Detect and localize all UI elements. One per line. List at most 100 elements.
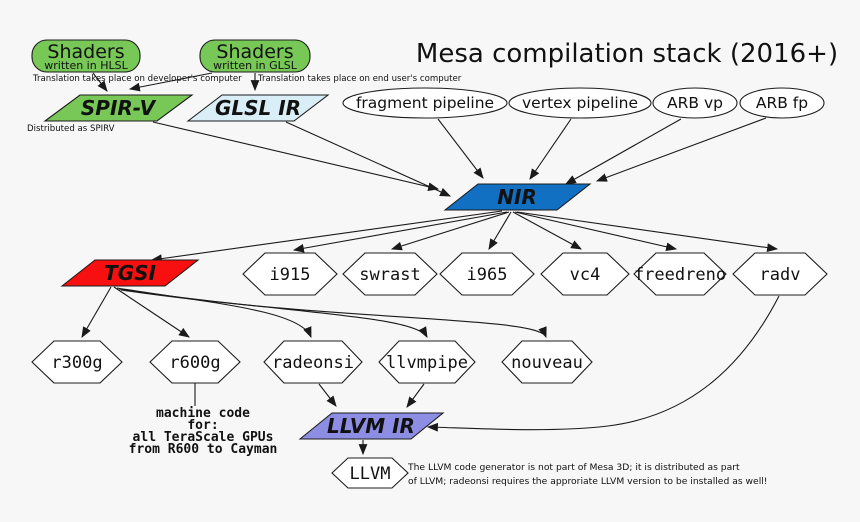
edge-radv-to-llvm-ir (426, 295, 780, 432)
machine-code-line-1: machine code (156, 406, 250, 421)
radv-shape (732, 252, 828, 296)
edge-nir-to-swrast (390, 211, 510, 251)
tgsi-label: TGSI (104, 261, 156, 285)
edge-nir-to-i915 (292, 211, 508, 253)
llvmpipe-label: llvmpipe (386, 353, 468, 373)
node-llvm-ir: LLVM IR (298, 412, 445, 440)
node-fragment-pipeline: fragment pipeline (342, 87, 508, 119)
tgsi-shape (60, 259, 200, 287)
node-i965: i965 (439, 252, 535, 296)
llvm-footnote: The LLVM code generator is not part of M… (407, 462, 768, 487)
r600g-shape (149, 340, 241, 384)
i915-label: i915 (270, 265, 311, 285)
node-swrast: swrast (342, 252, 438, 296)
node-r300g: r300g (31, 340, 123, 384)
shaders-glsl-shape (199, 39, 311, 73)
node-glsl-ir: GLSL IR (186, 94, 330, 122)
edge-spirv-to-nir (152, 121, 440, 192)
spirv-label: SPIR-V (81, 96, 157, 120)
r300g-label: r300g (51, 353, 102, 373)
freedreno-label: freedreno (634, 265, 726, 285)
shaders-hlsl-subtitle: written in HLSL (44, 59, 128, 72)
edge-shaders-hlsl-to-spirv (92, 72, 108, 92)
llvm-note-line-2: of LLVM; radeonsi requires the approriat… (408, 476, 768, 487)
llvm-note-line-1: The LLVM code generator is not part of M… (407, 462, 740, 473)
node-vc4: vc4 (540, 252, 630, 296)
fragment-pipeline-label: fragment pipeline (356, 94, 494, 112)
node-nouveau: nouveau (501, 340, 593, 384)
edge-arb-fp-to-nir (595, 117, 767, 182)
edge-tgsi-to-nouveau (120, 289, 547, 339)
llvmpipe-shape (378, 340, 476, 384)
spirv-shape (43, 94, 194, 122)
fragment-pipeline-shape (342, 87, 508, 119)
machine-code-line-3: all TeraScale GPUs (133, 430, 274, 445)
edge-arb-vp-to-nir (565, 118, 682, 185)
translation-developer-label: Translation takes place on developer's c… (32, 74, 242, 84)
edge-nir-to-radv (516, 211, 779, 252)
radeonsi-label: radeonsi (272, 353, 354, 373)
machine-code-note: machine code for: all TeraScale GPUs fro… (129, 406, 278, 457)
edge-shaders-glsl-to-spirv (128, 72, 213, 92)
node-tgsi: TGSI (60, 259, 200, 287)
swrast-shape (342, 252, 438, 296)
nouveau-shape (501, 340, 593, 384)
arb-fp-label: ARB fp (756, 94, 808, 112)
node-spirv: SPIR-V (43, 94, 194, 122)
distributed-as-spirv-label: Distributed as SPIRV (27, 124, 115, 134)
arb-fp-shape (739, 87, 825, 119)
edge-nir-to-tgsi (150, 210, 503, 263)
edge-tgsi-to-r300g (81, 286, 112, 338)
vc4-label: vc4 (570, 265, 601, 285)
llvm-label: LLVM (350, 464, 391, 484)
nouveau-label: nouveau (511, 353, 583, 373)
glsl-ir-label: GLSL IR (215, 96, 301, 120)
translation-end-user-label: Translation takes place on end user's co… (257, 74, 462, 84)
radeonsi-shape (263, 340, 363, 384)
edges-layer (81, 72, 780, 456)
i965-label: i965 (467, 265, 508, 285)
node-shaders-hlsl: Shaders written in HLSL (31, 39, 141, 73)
shaders-hlsl-shape (31, 39, 141, 73)
node-llvmpipe: llvmpipe (378, 340, 476, 384)
edge-nir-to-freedreno (514, 211, 678, 252)
freedreno-shape (633, 252, 727, 296)
shaders-glsl-subtitle: written in GLSL (213, 59, 298, 72)
edge-nir-to-vc4 (512, 211, 582, 250)
edge-fragment-pipeline-to-nir (437, 118, 484, 179)
edge-tgsi-to-r600g (113, 286, 190, 338)
glsl-ir-shape (186, 94, 330, 122)
i915-shape (242, 252, 338, 296)
arb-vp-label: ARB vp (667, 94, 723, 112)
edge-llvmpipe-to-llvm-ir (406, 383, 425, 408)
node-radeonsi: radeonsi (263, 340, 363, 384)
swrast-label: swrast (359, 265, 420, 285)
edge-vertex-pipeline-to-nir (529, 118, 572, 180)
node-nir: NIR (443, 183, 592, 211)
page-title: Mesa compilation stack (2016+) (416, 39, 838, 69)
node-arb-vp: ARB vp (652, 87, 738, 119)
vc4-shape (540, 252, 630, 296)
arb-vp-shape (652, 87, 738, 119)
node-radv: radv (732, 252, 828, 296)
llvm-shape (331, 457, 409, 489)
edge-radeonsi-to-llvm-ir (318, 383, 337, 407)
machine-code-line-2: for: (187, 418, 218, 433)
shaders-hlsl-title: Shaders (47, 41, 124, 63)
llvm-ir-shape (298, 412, 445, 440)
r600g-label: r600g (169, 353, 220, 373)
llvm-ir-label: LLVM IR (327, 414, 415, 438)
node-r600g: r600g (149, 340, 241, 384)
node-llvm: LLVM (331, 457, 409, 489)
node-i915: i915 (242, 252, 338, 296)
vertex-pipeline-label: vertex pipeline (522, 94, 638, 112)
edge-nir-to-i965 (488, 211, 512, 250)
node-shaders-glsl: Shaders written in GLSL (199, 39, 311, 73)
r300g-shape (31, 340, 123, 384)
node-freedreno: freedreno (633, 252, 727, 296)
nir-shape (443, 183, 592, 211)
node-arb-fp: ARB fp (739, 87, 825, 119)
nir-label: NIR (497, 185, 537, 209)
